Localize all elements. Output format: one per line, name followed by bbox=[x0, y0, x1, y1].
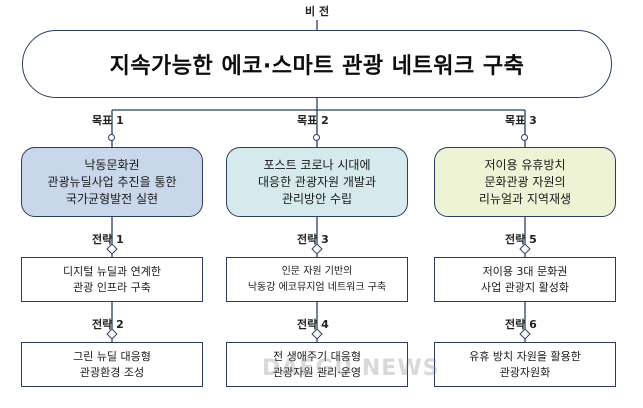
vision-box: 지속가능한 에코·스마트 관광 네트워크 구축 bbox=[22, 30, 612, 98]
strategy-6-label: 전략 6 bbox=[505, 318, 537, 331]
goal-2-box: 포스트 코로나 시대에 대응한 관광자원 개발과 관리방안 수립 bbox=[226, 147, 408, 217]
strategy-5-line-2: 사업 관광지 활성화 bbox=[481, 280, 569, 294]
goal-2-line-1: 포스트 코로나 시대에 bbox=[263, 157, 371, 172]
goal-1-line-1: 낙동문화권 bbox=[84, 157, 140, 172]
strategy-4-label: 전략 4 bbox=[297, 318, 329, 331]
goal-1-line-3: 국가균형발전 실현 bbox=[65, 191, 159, 206]
watermark: DAEGU NEWS bbox=[262, 356, 440, 381]
goal-2-line-3: 관리방안 수립 bbox=[281, 191, 353, 206]
strategy-3-line-1: 인문 자원 기반의 bbox=[281, 265, 353, 277]
goal-2-connector-dot bbox=[313, 134, 320, 141]
strategy-3-line-2: 낙동강 에코뮤지엄 네트워크 구축 bbox=[247, 281, 387, 293]
goal-3-line-2: 문화관광 자원의 bbox=[484, 174, 566, 189]
goal-1-label: 목표 1 bbox=[92, 114, 124, 127]
goal-2-line-2: 대응한 관광자원 개발과 bbox=[257, 174, 377, 189]
strategy-1-line-2: 관광 인프라 구축 bbox=[73, 280, 151, 294]
strategy-2-box: 그린 뉴딜 대응형 관광환경 조성 bbox=[21, 342, 203, 387]
strategy-1-line-1: 디지털 뉴딜과 연계한 bbox=[62, 264, 162, 278]
goal-1-connector-dot bbox=[108, 134, 115, 141]
goal-1-line-2: 관광뉴딜사업 추진을 통한 bbox=[47, 174, 177, 189]
goal-3-line-1: 저이용 유휴방치 bbox=[484, 157, 566, 172]
strategy-1-box: 디지털 뉴딜과 연계한 관광 인프라 구축 bbox=[21, 257, 203, 302]
strategy-2-line-2: 관광환경 조성 bbox=[79, 365, 145, 379]
vision-label: 비 전 bbox=[305, 5, 330, 18]
strategy-5-box: 저이용 3대 문화권 사업 관광지 활성화 bbox=[434, 257, 616, 302]
strategy-6-box: 유휴 방치 자원을 활용한 관광자원화 bbox=[434, 342, 616, 387]
strategy-5-line-1: 저이용 3대 문화권 bbox=[482, 264, 568, 278]
goal-3-box: 저이용 유휴방치 문화관광 자원의 리뉴얼과 지역재생 bbox=[434, 147, 616, 217]
strategy-6-line-2: 관광자원화 bbox=[499, 365, 551, 379]
strategy-2-label: 전략 2 bbox=[92, 318, 124, 331]
goal-3-line-3: 리뉴얼과 지역재생 bbox=[478, 191, 572, 206]
strategy-1-label: 전략 1 bbox=[92, 233, 124, 246]
goal-3-label: 목표 3 bbox=[505, 114, 537, 127]
goal-2-label: 목표 2 bbox=[297, 114, 329, 127]
vision-title: 지속가능한 에코·스마트 관광 네트워크 구축 bbox=[109, 54, 525, 79]
strategy-4-box: 전 생애주기 대응형 관광자원 관리·운영 bbox=[226, 342, 408, 387]
strategy-5-label: 전략 5 bbox=[505, 233, 537, 246]
strategy-6-line-1: 유휴 방치 자원을 활용한 bbox=[469, 349, 581, 363]
strategy-2-line-1: 그린 뉴딜 대응형 bbox=[73, 349, 151, 363]
strategy-4-line-1: 전 생애주기 대응형 bbox=[273, 349, 361, 363]
strategy-3-label: 전략 3 bbox=[297, 233, 329, 246]
goal-1-box: 낙동문화권 관광뉴딜사업 추진을 통한 국가균형발전 실현 bbox=[21, 147, 203, 217]
strategy-4-line-2: 관광자원 관리·운영 bbox=[273, 365, 361, 379]
goal-3-connector-dot bbox=[521, 134, 528, 141]
strategy-3-box: 인문 자원 기반의 낙동강 에코뮤지엄 네트워크 구축 bbox=[226, 257, 408, 302]
